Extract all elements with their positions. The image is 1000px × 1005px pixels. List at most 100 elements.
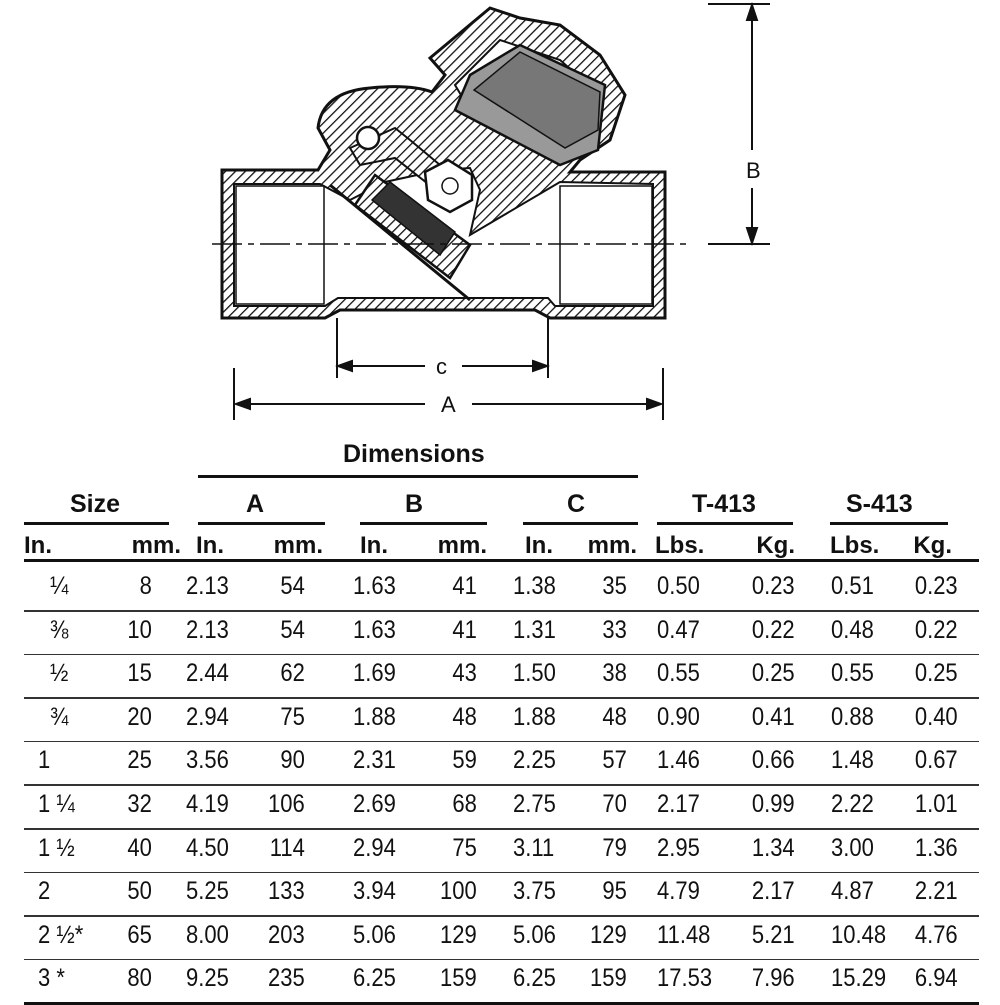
cell-s413-kg: 6.94 [915, 964, 958, 993]
row-divider [24, 828, 979, 830]
cell-t413-kg: 1.34 [752, 833, 795, 862]
cell-c-mm: 159 [590, 964, 627, 993]
sub-header-size-in: In. [24, 532, 52, 559]
cell-s413-kg: 2.21 [915, 877, 958, 906]
cell-s413-lbs: 1.48 [831, 746, 874, 775]
cell-t413-kg: 0.66 [752, 746, 795, 775]
c-rule [523, 522, 638, 525]
cell-size-in: ¾ [50, 702, 69, 731]
cell-b-mm: 41 [452, 615, 477, 644]
dimensions-group-header: Dimensions [343, 440, 485, 468]
sub-header-a-in: In. [196, 532, 224, 559]
cell-a-mm: 54 [280, 615, 305, 644]
cell-a-mm: 62 [280, 659, 305, 688]
cell-size-mm: 10 [127, 615, 152, 644]
cell-c-in: 3.75 [513, 877, 556, 906]
cell-a-in: 4.50 [186, 833, 229, 862]
dimension-label-b: B [746, 158, 761, 183]
cell-c-in: 2.25 [513, 746, 556, 775]
cell-b-in: 3.94 [353, 877, 396, 906]
cell-t413-lbs: 2.17 [657, 790, 700, 818]
cell-t413-kg: 0.22 [752, 615, 795, 644]
cell-t413-lbs: 2.95 [657, 833, 700, 862]
cell-s413-kg: 4.76 [915, 920, 958, 949]
size-rule [24, 522, 169, 525]
cell-s413-lbs: 2.22 [831, 790, 874, 818]
cell-t413-lbs: 0.90 [657, 702, 700, 731]
cell-b-mm: 41 [452, 572, 477, 600]
b-rule [360, 522, 487, 525]
cell-b-in: 1.63 [353, 615, 396, 644]
sub-header-b-in: In. [360, 532, 388, 559]
cell-a-in: 5.25 [186, 877, 229, 906]
col-group-t413: T-413 [692, 490, 756, 518]
dimension-label-c: c [436, 354, 447, 379]
cell-b-in: 2.31 [353, 746, 396, 775]
cell-size-mm: 20 [127, 702, 152, 731]
cell-a-mm: 75 [280, 702, 305, 731]
cell-b-mm: 48 [452, 702, 477, 731]
cell-s413-lbs: 4.87 [831, 877, 874, 906]
row-divider [24, 653, 979, 656]
cell-t413-lbs: 1.46 [657, 746, 700, 775]
cell-s413-lbs: 0.88 [831, 702, 874, 731]
cell-size-mm: 80 [127, 964, 152, 993]
cell-a-mm: 90 [280, 746, 305, 775]
cell-s413-kg: 0.25 [915, 659, 958, 688]
dimension-lines [212, 1, 770, 420]
cell-c-in: 6.25 [513, 964, 556, 993]
cell-a-in: 2.13 [186, 615, 229, 644]
cell-s413-kg: 0.40 [915, 702, 958, 731]
sub-header-b-mm: mm. [437, 532, 487, 559]
a-rule [198, 522, 325, 525]
cell-c-in: 1.31 [513, 615, 556, 644]
cell-b-mm: 68 [452, 790, 477, 818]
sub-header-s413-lbs: Lbs. [830, 532, 880, 559]
cell-b-in: 2.69 [353, 790, 396, 818]
cell-s413-kg: 0.23 [915, 572, 958, 600]
cell-t413-lbs: 11.48 [657, 920, 711, 949]
row-divider [24, 784, 979, 786]
cell-size-mm: 50 [127, 877, 152, 906]
cell-b-in: 1.63 [353, 572, 396, 600]
cell-size-in: 1 ¼ [38, 790, 75, 818]
sub-header-size-mm: mm. [131, 532, 181, 559]
cell-c-mm: 95 [602, 877, 627, 906]
col-group-b: B [405, 490, 424, 518]
cell-size-in: 3 * [38, 964, 65, 993]
cell-b-mm: 100 [440, 877, 477, 906]
cell-size-in: 2 [38, 877, 51, 906]
cell-b-in: 5.06 [353, 920, 396, 949]
cell-t413-kg: 0.99 [752, 790, 795, 818]
cell-c-mm: 57 [602, 746, 627, 775]
cell-t413-lbs: 0.50 [657, 572, 700, 600]
cell-b-mm: 129 [440, 920, 477, 949]
row-divider [24, 697, 979, 699]
cell-t413-lbs: 0.47 [657, 615, 700, 644]
s413-rule [830, 522, 948, 525]
col-group-size: Size [70, 490, 121, 518]
cell-s413-lbs: 15.29 [831, 964, 887, 993]
cell-t413-kg: 2.17 [752, 877, 795, 906]
cell-size-in: 1 ½ [38, 833, 75, 862]
cell-t413-kg: 0.25 [752, 659, 795, 688]
cell-c-in: 3.11 [513, 833, 555, 862]
cell-s413-kg: 1.36 [915, 833, 958, 862]
cell-c-mm: 70 [602, 790, 627, 818]
row-divider [24, 740, 979, 743]
cell-a-mm: 106 [268, 790, 305, 818]
sub-header-rule [24, 559, 979, 562]
cell-size-mm: 15 [127, 659, 152, 688]
cell-c-in: 5.06 [513, 920, 556, 949]
cell-size-mm: 25 [127, 746, 152, 775]
cell-c-in: 2.75 [513, 790, 556, 818]
col-group-a: A [246, 490, 265, 518]
sub-header-t413-lbs: Lbs. [655, 532, 705, 559]
cell-s413-lbs: 3.00 [831, 833, 874, 862]
cell-c-in: 1.88 [513, 702, 556, 731]
col-group-s413: S-413 [846, 490, 913, 518]
cell-b-in: 1.69 [353, 659, 396, 688]
cell-a-mm: 203 [268, 920, 305, 949]
cell-c-mm: 79 [602, 833, 627, 862]
cell-a-in: 2.44 [186, 659, 229, 688]
